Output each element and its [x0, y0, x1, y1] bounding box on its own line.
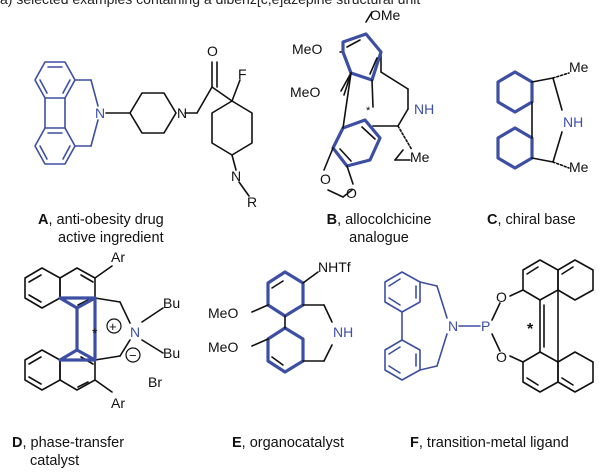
atom-a-n2: N: [177, 105, 187, 121]
atom-a-n3: N: [231, 168, 241, 184]
atom-d-minus: −: [129, 348, 137, 363]
atom-a-o: O: [207, 43, 218, 59]
atom-d-bu1: Bu: [163, 295, 180, 311]
atom-b-ome3: MeO: [290, 84, 320, 100]
caption-d-line2: catalyst: [30, 453, 80, 469]
atom-d-n: N: [130, 324, 140, 340]
compound-d-structure: [24, 265, 164, 393]
caption-a: A, anti-obesity drug active ingredient: [38, 211, 164, 247]
atom-d-ar1: Ar: [111, 249, 125, 265]
caption-e-letter: E: [232, 435, 242, 451]
atom-f-p: P: [481, 318, 490, 334]
caption-b-line2: analogue: [349, 230, 409, 246]
atom-e-ome1: MeO: [208, 305, 238, 321]
caption-d-line1: , phase-transfer: [22, 435, 125, 451]
caption-d-letter: D: [12, 435, 23, 451]
compound-a-structure: [34, 61, 253, 197]
atom-b-ome2: MeO: [292, 41, 322, 57]
atom-a-f: F: [238, 66, 247, 82]
atom-b-ome1: OMe: [370, 7, 401, 23]
atom-e-nh: NH: [333, 324, 353, 340]
atom-a-r: R: [247, 194, 257, 210]
atom-c-me2: Me: [569, 159, 589, 175]
compound-e-structure: [251, 270, 333, 374]
caption-c: C, chiral base: [487, 211, 576, 229]
caption-b-line1: , allocolchicine: [337, 212, 432, 228]
atom-d-br: Br: [148, 374, 162, 390]
atom-e-ome2: MeO: [208, 339, 238, 355]
caption-f-line1: , transition-metal ligand: [418, 435, 569, 451]
atom-e-nhtf: NHTf: [318, 259, 351, 275]
caption-a-line1: , anti-obesity drug: [48, 212, 164, 228]
compound-c-structure: [496, 70, 570, 170]
caption-c-letter: C: [487, 212, 498, 228]
atom-b-star: *: [366, 105, 371, 117]
caption-b-letter: B: [326, 212, 338, 228]
atom-b-me: Me: [410, 149, 430, 165]
atom-d-bu2: Bu: [163, 345, 180, 361]
atom-b-nh: NH: [414, 101, 434, 117]
atom-d-plus: +: [109, 319, 117, 334]
atom-c-nh: NH: [563, 114, 583, 130]
atom-f-n: N: [448, 318, 458, 334]
caption-e: E, organocatalyst: [232, 434, 344, 452]
caption-f: F, transition-metal ligand: [410, 434, 569, 452]
atom-b-o1: O: [320, 171, 331, 187]
caption-e-line1: , organocatalyst: [241, 435, 345, 451]
caption-d: D, phase-transfer catalyst: [12, 434, 124, 470]
atom-b-o2: O: [346, 185, 357, 201]
compound-f-structure: [384, 259, 594, 393]
atom-d-star: *: [92, 325, 98, 341]
atom-f-o2: O: [496, 349, 507, 365]
caption-a-line2: active ingredient: [58, 230, 164, 246]
atom-d-ar2: Ar: [111, 395, 125, 411]
section-header: a) selected examples containing a dibenz…: [0, 0, 599, 11]
caption-c-line1: , chiral base: [497, 212, 576, 228]
atom-a-n1: N: [95, 105, 105, 121]
compound-b-structure: [323, 11, 413, 198]
caption-f-letter: F: [410, 435, 419, 451]
caption-a-letter: A: [38, 212, 49, 228]
atom-f-o1: O: [496, 289, 507, 305]
caption-b: B, allocolchicine analogue: [304, 211, 454, 247]
atom-c-me1: Me: [569, 59, 589, 75]
atom-f-star: *: [527, 321, 534, 338]
